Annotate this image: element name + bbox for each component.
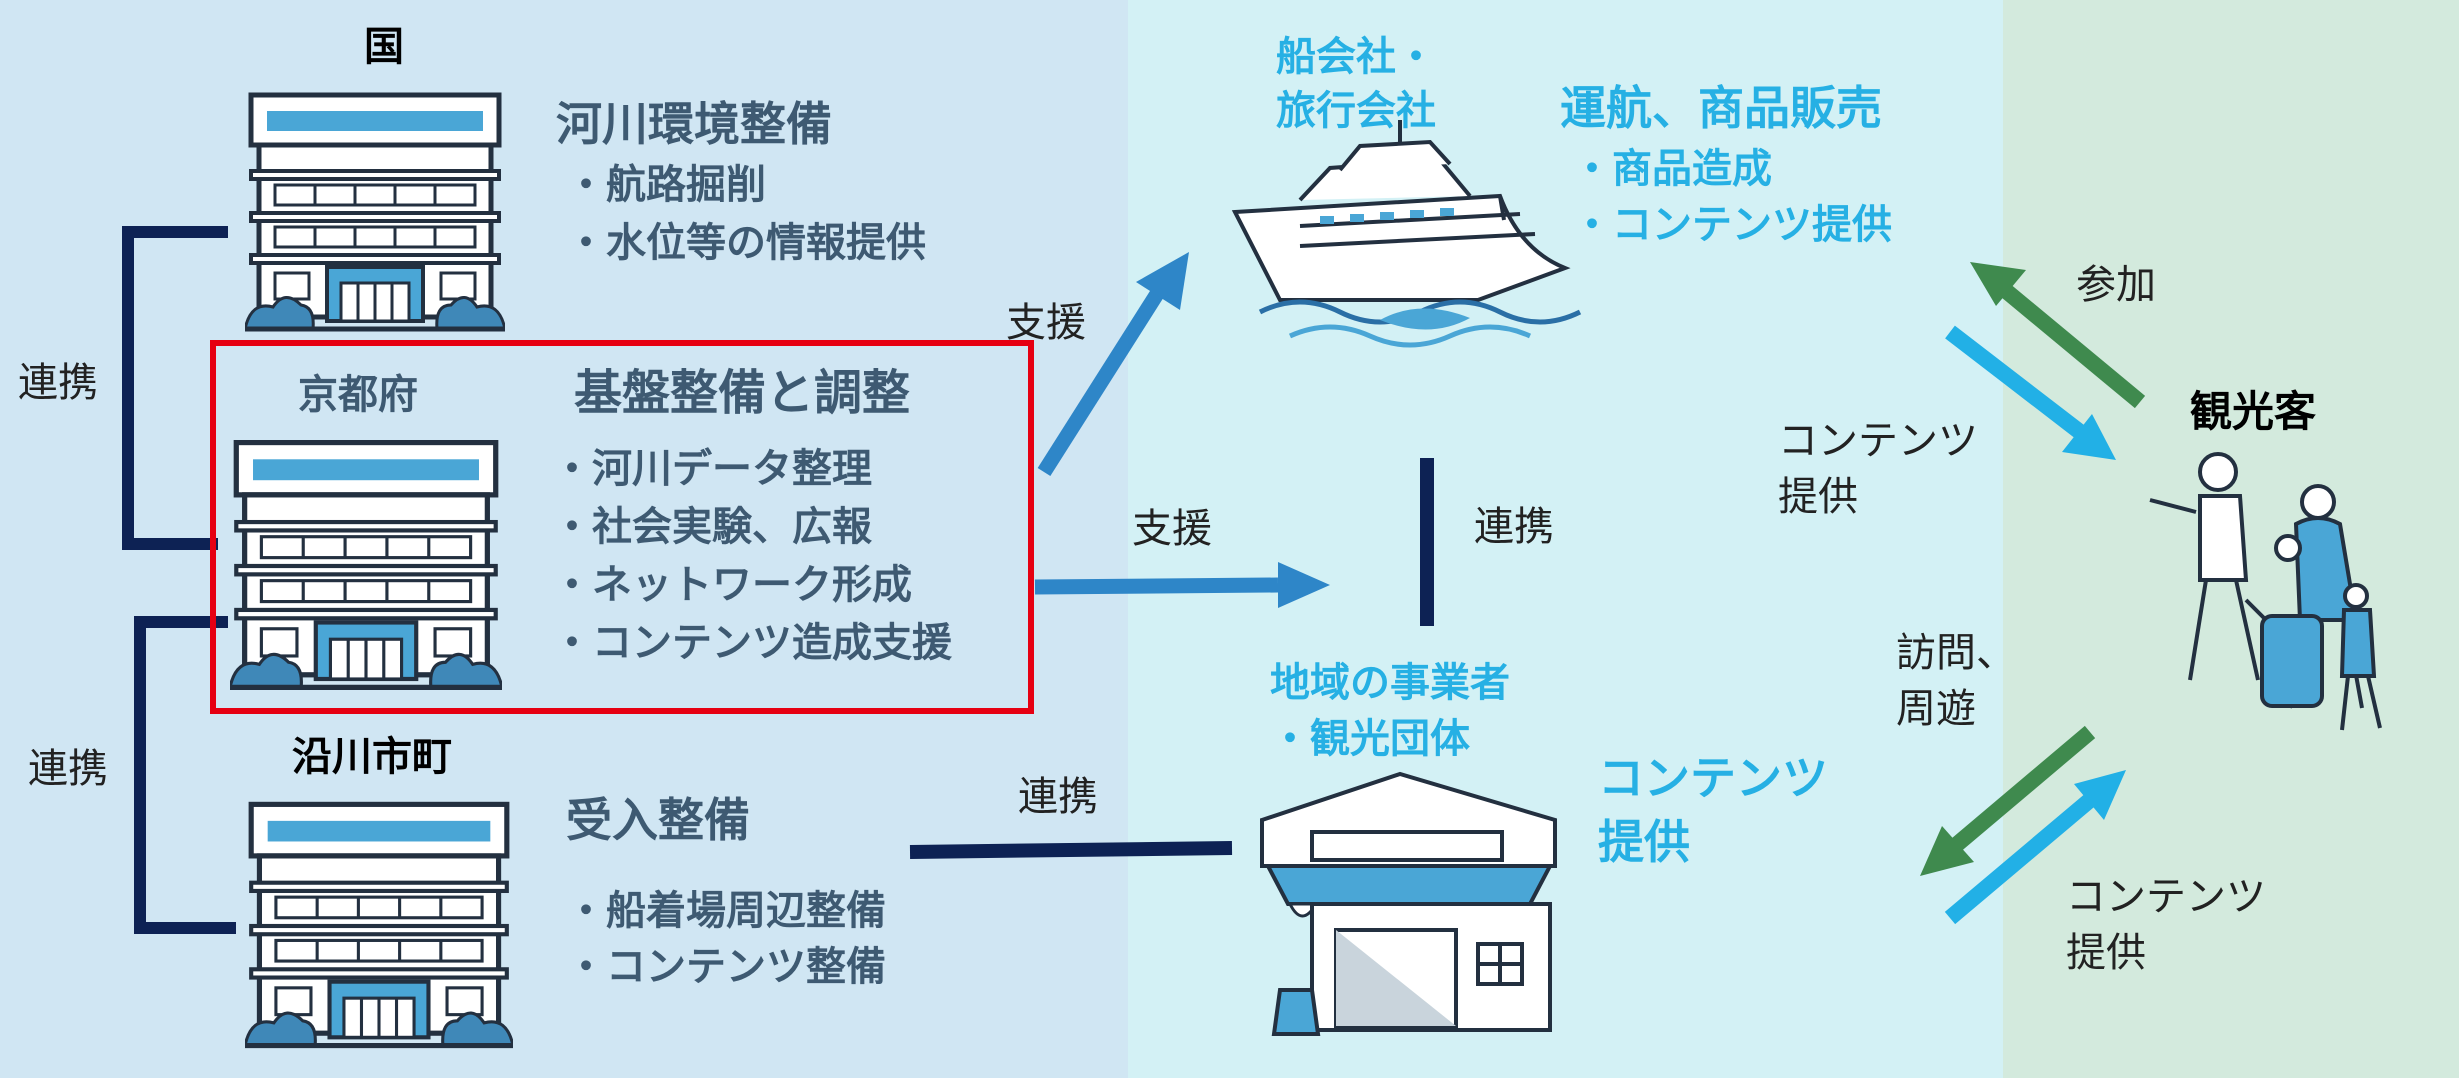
tourists-icon	[2149, 452, 2382, 731]
local-operator-name-line-1: 地域の事業者	[1270, 660, 1510, 706]
visit-label-line-1: 訪問、	[1896, 630, 2016, 676]
local-operator-role-line-1: コンテンツ	[1598, 751, 1828, 805]
support-arrow-local	[1034, 562, 1330, 608]
national-item-2: ・水位等の情報提供	[566, 220, 926, 266]
visit-label-line-2: 周遊	[1896, 686, 1976, 732]
content-label-top-line-2: 提供	[1778, 474, 1858, 520]
national-item-1: ・航路掘削	[566, 162, 766, 208]
coop-bracket-bottom	[134, 616, 236, 934]
visit-arrow	[1920, 725, 2096, 876]
content-arrow-to-tourist-top	[1945, 325, 2116, 460]
national-role: 河川環境整備	[556, 97, 832, 151]
prefecture-name: 京都府	[298, 372, 418, 418]
prefecture-item-4: ・コンテンツ造成支援	[552, 620, 952, 666]
prefecture-role: 基盤整備と調整	[574, 365, 911, 421]
coop-label-mid: 連携	[1474, 504, 1554, 550]
ship-icon	[1231, 120, 1582, 348]
content-label-bottom-line-2: 提供	[2066, 930, 2146, 976]
content-label-top-line-1: コンテンツ	[1778, 418, 1978, 464]
support-label-ship: 支援	[1006, 300, 1086, 346]
municipality-role: 受入整備	[566, 793, 750, 847]
ship-operator-item-2: ・コンテンツ提供	[1572, 202, 1892, 248]
municipality-item-1: ・船着場周辺整備	[566, 888, 886, 934]
participate-arrow	[1970, 262, 2146, 409]
coop-label-left-bottom: 連携	[28, 746, 108, 792]
ship-operator-role: 運航、商品販売	[1560, 81, 1882, 135]
support-arrow-ship	[1037, 252, 1189, 477]
shop-icon	[1260, 771, 1557, 1036]
ship-operator-name-line-2: 旅行会社	[1276, 88, 1436, 134]
participate-label: 参加	[2076, 262, 2156, 308]
coop-label-left-top: 連携	[18, 360, 98, 406]
ship-operator-name-line-1: 船会社・	[1276, 34, 1436, 80]
coop-label-municipality-local: 連携	[1018, 774, 1098, 820]
national-building-icon	[245, 95, 505, 329]
municipality-building-icon	[245, 804, 513, 1045]
ship-operator-item-1: ・商品造成	[1572, 146, 1772, 192]
prefecture-item-1: ・河川データ整理	[552, 446, 872, 492]
content-label-bottom-line-1: コンテンツ	[2066, 874, 2266, 920]
municipality-name: 沿川市町	[292, 734, 452, 780]
prefecture-item-2: ・社会実験、広報	[552, 504, 872, 550]
support-label-local: 支援	[1132, 506, 1212, 552]
prefecture-building-icon	[230, 443, 502, 688]
coop-bracket-top	[122, 226, 228, 550]
tourist-name: 観光客	[2190, 387, 2317, 436]
national-name: 国	[364, 24, 404, 70]
local-operator-name-line-2: ・観光団体	[1270, 716, 1470, 762]
local-operator-role-line-2: 提供	[1598, 815, 1690, 869]
content-arrow-to-tourist-bottom	[1944, 770, 2126, 925]
prefecture-highlight-box	[210, 340, 1034, 714]
prefecture-item-3: ・ネットワーク形成	[552, 562, 912, 608]
municipality-item-2: ・コンテンツ整備	[566, 944, 886, 990]
coop-line-municipality-local	[909, 841, 1233, 859]
operators-zone	[1128, 0, 2003, 1078]
